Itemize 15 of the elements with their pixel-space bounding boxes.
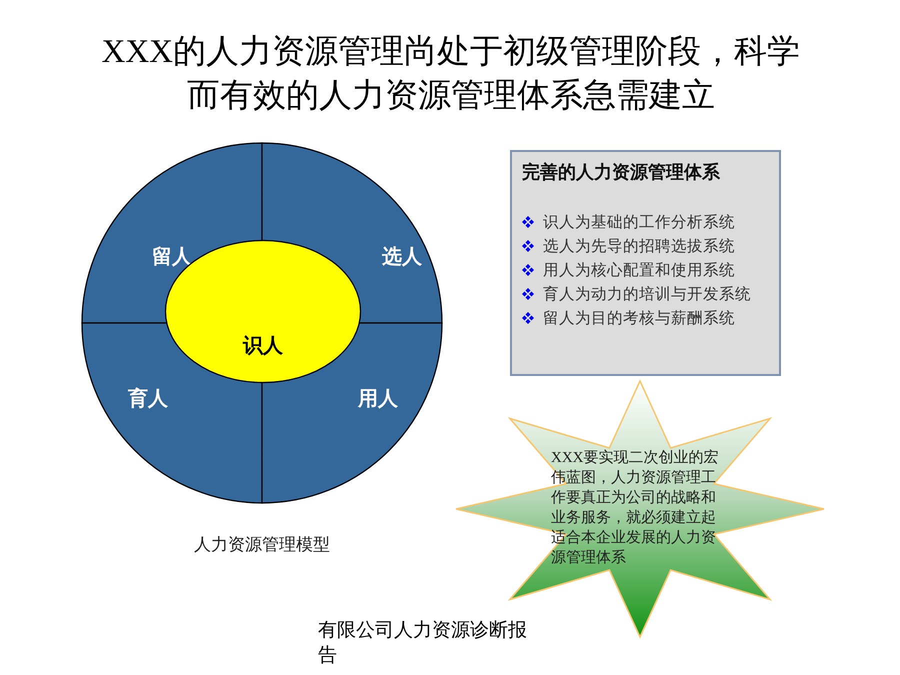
quadrant-label: 用人 — [358, 385, 398, 412]
quadrant-label: 选人 — [382, 243, 422, 270]
core-label: 识人 — [242, 332, 284, 359]
panel-heading: 完善的人力资源管理体系 — [522, 161, 721, 184]
info-panel — [510, 150, 781, 376]
list-item: 识人为基础的工作分析系统 — [543, 213, 735, 231]
list-item: 用人为核心配置和使用系统 — [543, 261, 735, 279]
footer-note: 有限公司人力资源诊断报告 — [318, 618, 528, 668]
quadrant-label: 留人 — [152, 243, 192, 270]
list-item: 留人为目的考核与薪酬系统 — [543, 309, 735, 327]
list-item: 选人为先导的招聘选拔系统 — [543, 237, 735, 255]
list-item: 育人为动力的培训与开发系统 — [543, 285, 751, 303]
quadrant-label: 育人 — [128, 385, 168, 412]
figure-caption: 人力资源管理模型 — [193, 534, 331, 556]
title: XXX的人力资源管理尚处于初级管理阶段，科学而有效的人力资源管理体系急需建立 — [100, 33, 801, 116]
